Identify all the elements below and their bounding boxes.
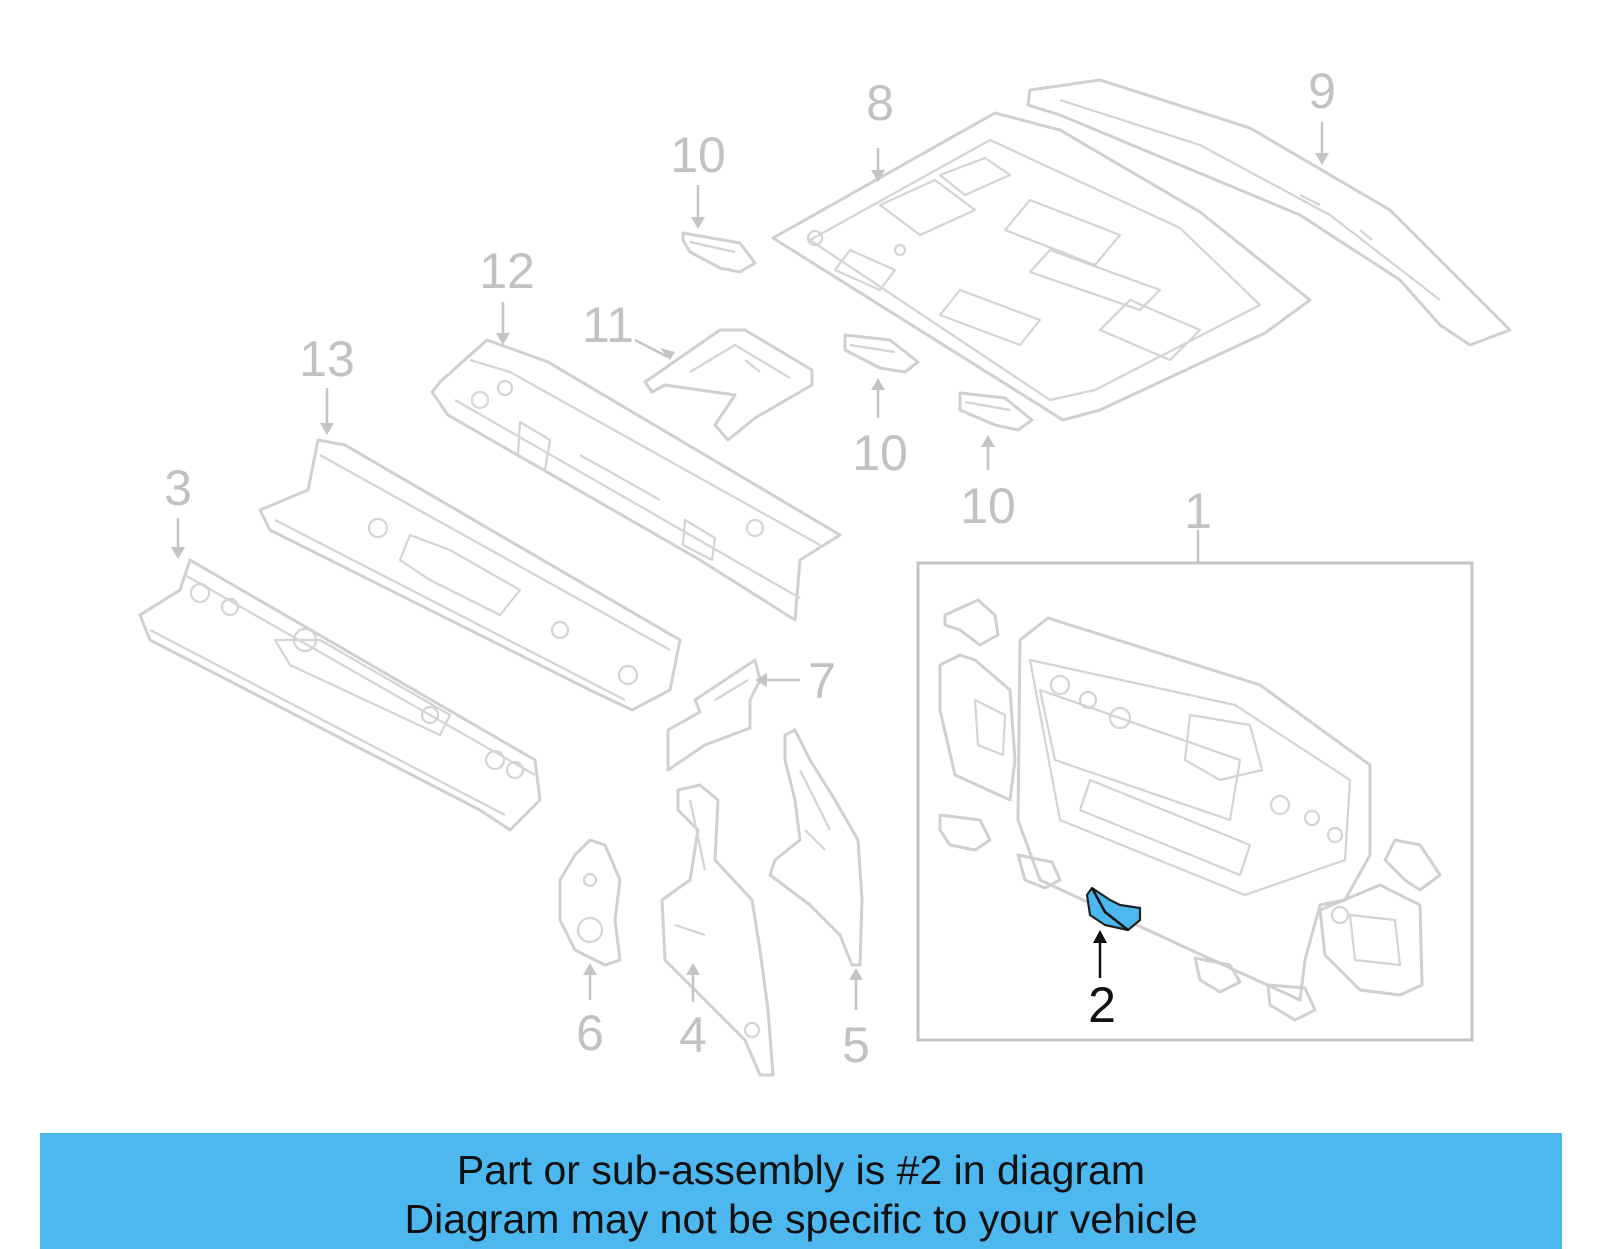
part-5-panel xyxy=(768,728,864,967)
part-11-bracket xyxy=(643,328,814,442)
part-10-bracket-low xyxy=(958,391,1034,432)
callout-10-low: 10 xyxy=(960,478,1016,534)
part-7-brace xyxy=(666,658,762,772)
callout-7: 7 xyxy=(808,653,836,709)
info-banner: Part or sub-assembly is #2 in diagram Di… xyxy=(40,1133,1562,1249)
part-1-inset xyxy=(916,561,1474,1042)
callout-3: 3 xyxy=(164,460,192,516)
part-6-bracket xyxy=(558,838,622,967)
part-3-crossmember xyxy=(138,558,542,832)
part-1-box xyxy=(916,561,1474,1042)
banner-line-1: Part or sub-assembly is #2 in diagram xyxy=(456,1147,1146,1193)
callout-10-mid: 10 xyxy=(852,425,908,481)
callout-4: 4 xyxy=(679,1007,707,1063)
callout-8: 8 xyxy=(866,75,894,131)
callout-1: 1 xyxy=(1184,483,1212,539)
callout-2-highlighted: 2 xyxy=(1088,977,1116,1033)
part-10-bracket-mid xyxy=(843,333,920,374)
callout-9: 9 xyxy=(1308,63,1336,119)
part-2-highlighted xyxy=(1085,886,1142,932)
callout-12: 12 xyxy=(479,243,535,299)
callout-lines xyxy=(171,122,1329,1010)
part-8-floor-pan xyxy=(771,111,1312,422)
callout-5: 5 xyxy=(842,1017,870,1073)
part-4-panel xyxy=(660,783,775,1077)
part-13-crossmember xyxy=(258,438,682,712)
part-12-crossmember xyxy=(430,338,842,622)
callout-11: 11 xyxy=(582,297,634,353)
callout-10-top: 10 xyxy=(670,127,726,183)
part-9-upper-rail xyxy=(1026,78,1512,347)
part-10-bracket-top xyxy=(681,231,757,274)
banner-line-2: Diagram may not be specific to your vehi… xyxy=(404,1196,1198,1242)
callout-6: 6 xyxy=(576,1005,604,1061)
callout-13: 13 xyxy=(299,331,355,387)
